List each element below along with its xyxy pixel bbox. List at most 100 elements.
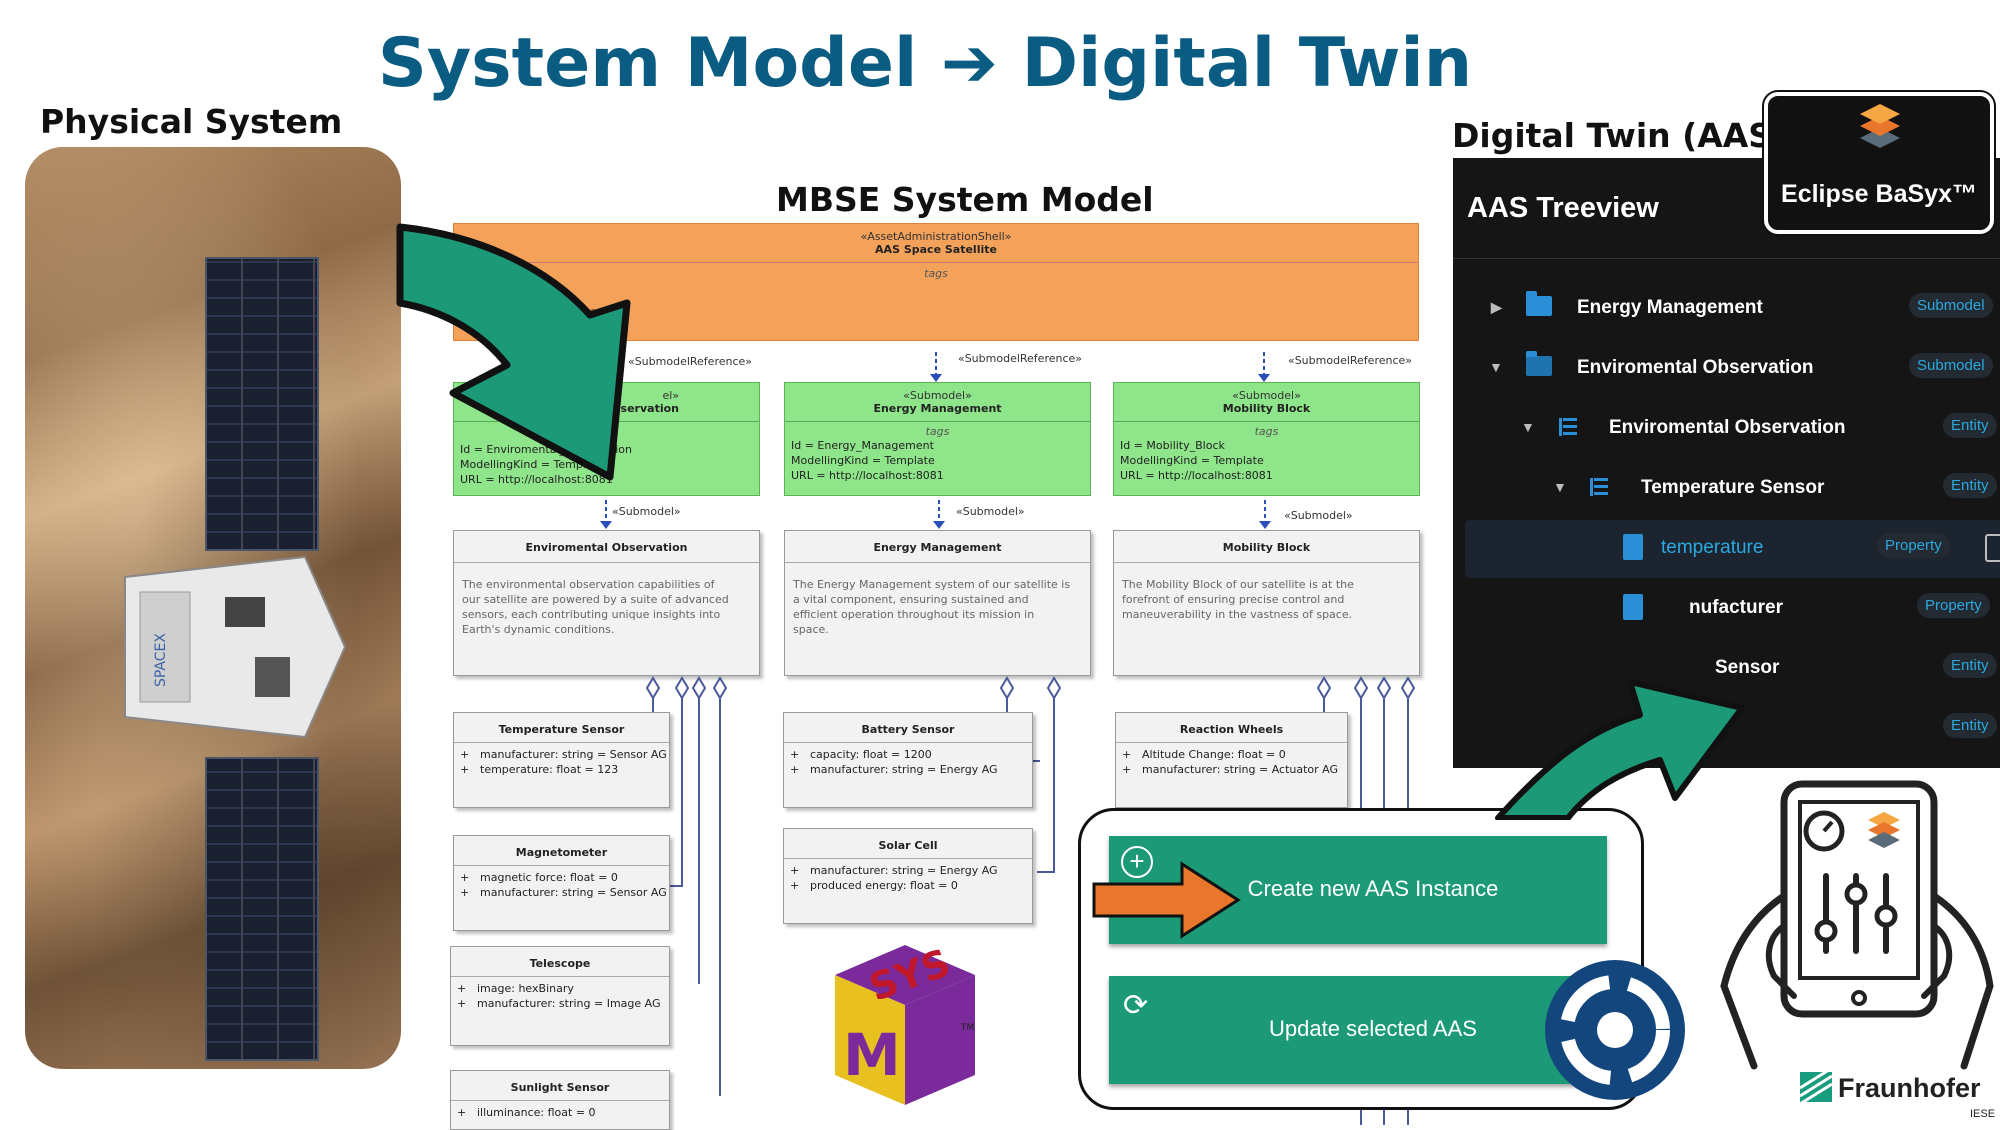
- aas-shell-section: tags: [924, 267, 948, 280]
- attr-prefix: +: [457, 997, 467, 1010]
- document-code-icon: [1623, 594, 1643, 620]
- document-code-icon: [1623, 534, 1643, 560]
- list-icon: [1590, 476, 1612, 498]
- copy-icon[interactable]: [1985, 534, 2000, 562]
- folder-icon: [1526, 291, 1552, 316]
- chevron-down-icon[interactable]: ▼: [1489, 359, 1503, 375]
- component-attr: image: hexBinary: [477, 982, 574, 995]
- reference-arrows: [600, 352, 1271, 529]
- tree-row-temperature-selected[interactable]: temperature Property: [1465, 520, 2000, 578]
- attr-prefix: +: [790, 763, 800, 776]
- description-2-line: space.: [793, 623, 829, 636]
- type-badge: Entity: [1943, 473, 1997, 498]
- description-block-3: Mobility Block The Mobility Block of our…: [1113, 530, 1420, 676]
- attr-prefix: +: [460, 886, 470, 899]
- treeview-title: AAS Treeview: [1467, 192, 1659, 224]
- action-panel: + Create new AAS Instance ⟳ Update selec…: [1078, 808, 1644, 1110]
- update-aas-button[interactable]: ⟳ Update selected AAS: [1109, 976, 1607, 1084]
- component-title: Magnetometer: [515, 846, 608, 859]
- orange-arrow-icon: [1092, 861, 1241, 939]
- description-2-line: efficient operation throughout its missi…: [793, 608, 1035, 621]
- tree-row-label: Energy Management: [1577, 297, 1763, 318]
- aas-treeview-panel: AAS Treeview ▶ Energy Management Submode…: [1453, 158, 2000, 768]
- description-2-line: a vital component, ensuring sustained an…: [793, 593, 1029, 606]
- teal-arrow-left-icon: [396, 223, 631, 481]
- satellite-photo: SPACEX: [25, 147, 401, 1069]
- component-title: Sunlight Sensor: [510, 1081, 610, 1094]
- tree-row-label: nufacturer: [1689, 597, 1783, 618]
- component-attr: magnetic force: float = 0: [480, 871, 618, 884]
- tablet-hands-icon: [1720, 780, 1994, 1070]
- sysml-letters: ML: [843, 1021, 938, 1089]
- component-temperature-sensor: Temperature Sensor + manufacturer: string…: [453, 712, 670, 808]
- description-3-line: The Mobility Block of our satellite is a…: [1122, 578, 1354, 591]
- chevron-down-icon[interactable]: ▼: [1521, 419, 1535, 435]
- type-badge: Entity: [1943, 713, 1997, 738]
- component-attr: temperature: float = 123: [480, 763, 619, 776]
- aas-shell-name: AAS Space Satellite: [875, 243, 997, 256]
- component-title: Reaction Wheels: [1179, 723, 1284, 736]
- submodel-1-attr: URL = http://localhost:8081: [460, 473, 613, 486]
- attr-prefix: +: [460, 748, 470, 761]
- mbse-label: MBSE System Model: [776, 180, 1154, 219]
- component-title: Telescope: [529, 957, 591, 970]
- submodel-block-3: «Submodel» Mobility Block tags Id = Mobi…: [1113, 382, 1420, 496]
- component-attr: manufacturer: string = Actuator AG: [1142, 763, 1339, 776]
- description-1-line: our satellite are powered by a suite of …: [462, 593, 729, 606]
- capsule-icon: SPACEX: [124, 555, 347, 739]
- sysml-logo-icon: SYS ML TM: [835, 940, 975, 1105]
- submodel-link-label-3: «Submodel»: [1284, 509, 1353, 522]
- refresh-icon: ⟳: [1123, 989, 1149, 1022]
- type-badge: Entity: [1943, 413, 1997, 438]
- submodel-link-label-1: «Submodel»: [612, 505, 681, 518]
- submodel-1-stereotype: el»: [662, 389, 679, 402]
- description-1-line: Earth's dynamic conditions.: [462, 623, 615, 636]
- submodel-3-attr: Id = Mobility_Block: [1120, 439, 1225, 452]
- basyx-badge: Eclipse BaSyx™: [1764, 92, 1994, 234]
- basyx-label: Eclipse BaSyx™: [1781, 180, 1977, 208]
- component-attr: manufacturer: string = Sensor AG: [480, 886, 667, 899]
- component-title: Temperature Sensor: [498, 723, 625, 736]
- component-attr: manufacturer: string = Image AG: [477, 997, 661, 1010]
- component-title: Solar Cell: [878, 839, 938, 852]
- tree-row-enviromental-observation-submodel[interactable]: ▼ Enviromental Observation Submodel: [1453, 340, 2000, 398]
- type-badge: Property: [1877, 533, 1950, 558]
- digital-twin-label: Digital Twin (AAS): [1452, 116, 1788, 155]
- folder-open-icon: [1526, 351, 1552, 376]
- chevron-down-icon[interactable]: ▼: [1553, 479, 1567, 495]
- component-magnetometer: Magnetometer +magnetic force: float = 0 …: [453, 835, 670, 931]
- tree-row-manufacturer[interactable]: nufacturer Property: [1453, 580, 2000, 638]
- fraunhofer-name: Fraunhofer: [1838, 1073, 1981, 1103]
- submodel-block-2: «Submodel» Energy Management tags Id = E…: [784, 382, 1091, 496]
- attr-prefix: +: [790, 864, 800, 877]
- component-attr: illuminance: float = 0: [477, 1106, 596, 1119]
- tree-row-temperature-sensor[interactable]: ▼ Temperature Sensor Entity: [1453, 460, 2000, 518]
- type-badge: Submodel: [1909, 293, 1993, 318]
- basyx-layers-icon: [1860, 104, 1900, 148]
- tree-row-energy-management[interactable]: ▶ Energy Management Submodel: [1453, 280, 2000, 338]
- attr-prefix: +: [457, 1106, 467, 1119]
- component-attr: manufacturer: string = Energy AG: [810, 864, 998, 877]
- fraunhofer-logo: Fraunhofer IESE: [1800, 1070, 2000, 1120]
- submodel-1-name: bservation: [612, 402, 679, 415]
- tree-row-label: temperature: [1661, 537, 1764, 558]
- plus-circle-icon: +: [1121, 846, 1153, 878]
- description-1-title: Enviromental Observation: [525, 541, 688, 554]
- submodel-2-attr: ModellingKind = Template: [791, 454, 935, 467]
- tree-row-label: Enviromental Observation: [1609, 417, 1846, 438]
- type-badge: Property: [1917, 593, 1990, 618]
- create-aas-label: Create new AAS Instance: [1247, 876, 1499, 901]
- tree-row-enviromental-observation-entity[interactable]: ▼ Enviromental Observation Entity: [1453, 400, 2000, 458]
- type-badge: Submodel: [1909, 353, 1993, 378]
- submodel-1-attr: ModellingKind = Template: [460, 458, 604, 471]
- component-attr: manufacturer: string = Sensor AG: [480, 748, 667, 761]
- chevron-right-icon[interactable]: ▶: [1491, 299, 1502, 315]
- tree-row-sensor[interactable]: Sensor Entity: [1453, 640, 2000, 698]
- page-title: System Model ➔ Digital Twin: [377, 24, 1473, 103]
- description-3-line: forefront of ensuring precise control an…: [1122, 593, 1345, 606]
- component-battery-sensor: Battery Sensor +capacity: float = 1200 +…: [783, 712, 1033, 808]
- attr-prefix: +: [1122, 748, 1132, 761]
- description-3-title: Mobility Block: [1222, 541, 1311, 554]
- teal-arrow-right-icon: [1495, 679, 1745, 820]
- component-reaction-wheels: Reaction Wheels +Altitude Change: float …: [1115, 712, 1348, 808]
